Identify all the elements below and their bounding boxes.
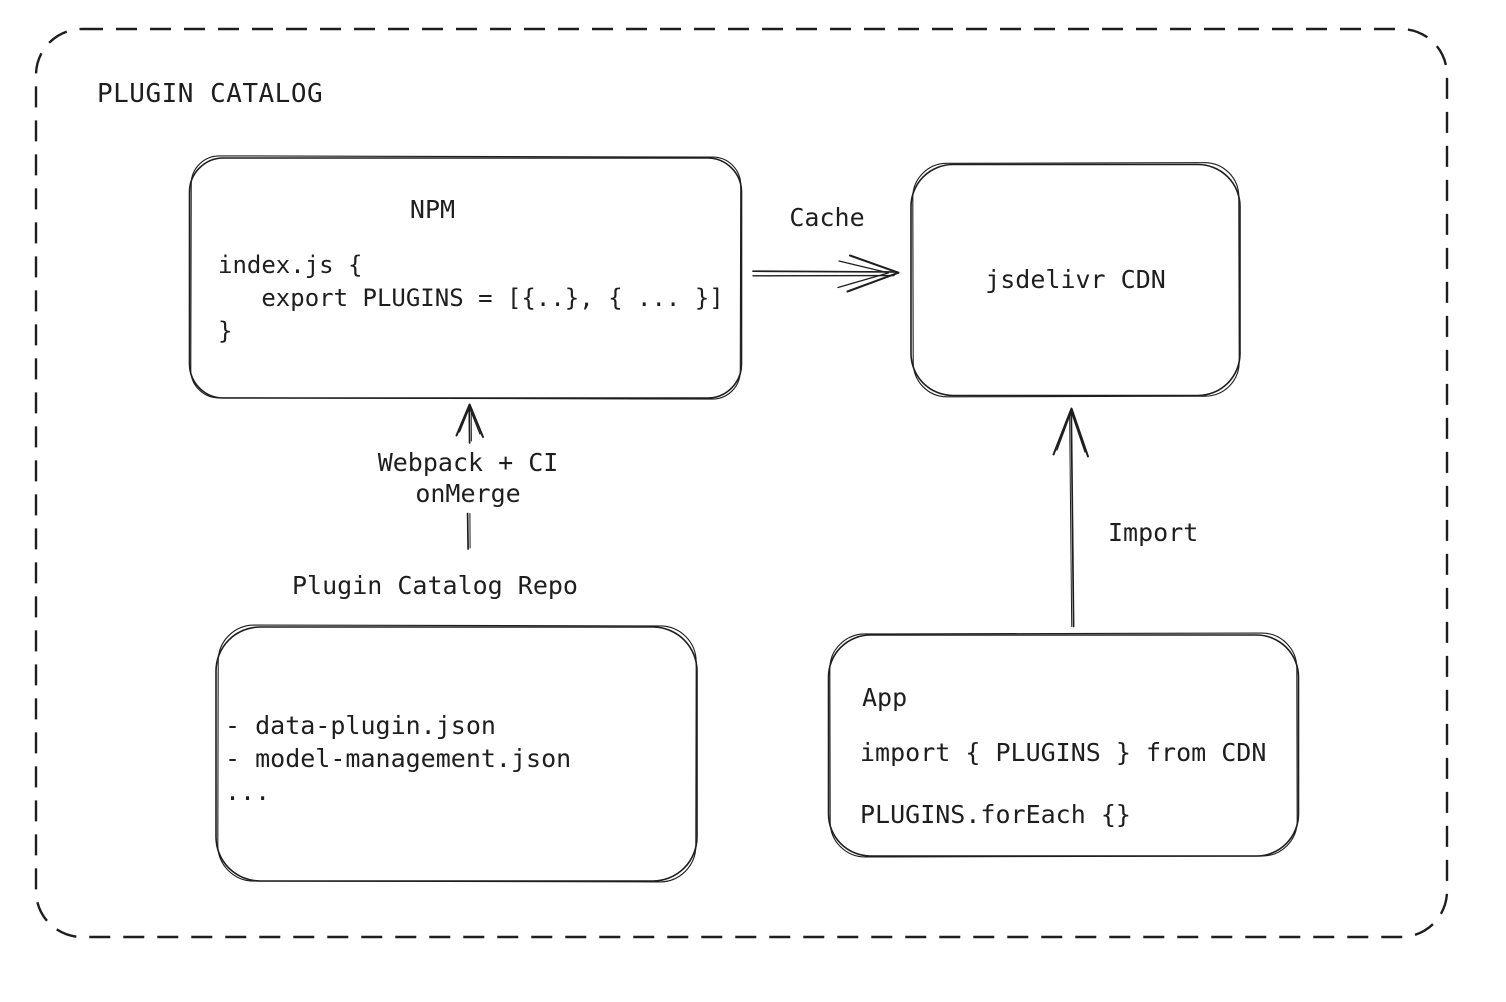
catalog-boundary-outline [34, 27, 1449, 939]
app-code-line: PLUGINS.forEach {} [860, 800, 1131, 829]
cdn-box-outline [910, 162, 1241, 398]
npm-code-line: export PLUGINS = [{..}, { ... }] [218, 284, 724, 312]
import-arrow [1052, 407, 1089, 628]
app-node-title: App [862, 683, 908, 712]
repo-file-list: - data-plugin.json - model-management.js… [225, 709, 571, 808]
build-edge-label-line: Webpack + CI [377, 448, 559, 477]
cache-arrow [752, 254, 900, 293]
diagram-title: PLUGIN CATALOG [97, 79, 324, 109]
npm-code-block: index.js { export PLUGINS = [{..}, { ...… [218, 249, 724, 348]
npm-box-outline [188, 155, 743, 400]
cache-edge-label: Cache [789, 203, 865, 232]
app-box-outline [827, 632, 1300, 858]
repo-box-outline [215, 624, 698, 883]
repo-file-item: - model-management.json [225, 744, 572, 773]
import-edge-label: Import [1108, 518, 1199, 547]
repo-node-label: Plugin Catalog Repo [292, 571, 578, 600]
repo-file-item: ... [225, 777, 271, 806]
cdn-node-label: jsdelivr CDN [985, 265, 1166, 294]
npm-code-line: index.js { [218, 251, 363, 279]
npm-node-title: NPM [409, 195, 456, 224]
build-edge-label: Webpack + CI onMerge [318, 447, 618, 509]
build-edge-label-line: onMerge [415, 479, 521, 508]
app-code-line: import { PLUGINS } from CDN [860, 738, 1267, 767]
repo-file-item: - data-plugin.json [225, 711, 496, 740]
npm-code-line: } [218, 317, 233, 345]
build-arrow [455, 403, 484, 550]
